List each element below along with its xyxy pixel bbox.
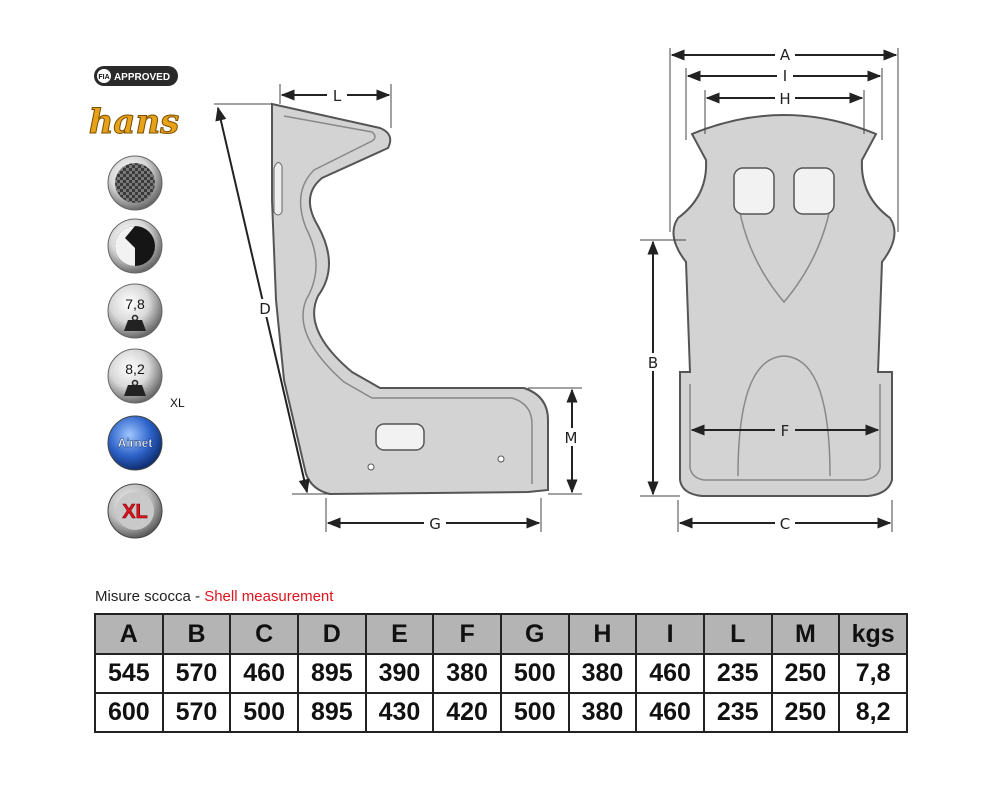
table-cell: 570 xyxy=(161,692,232,733)
dim-label-B: B xyxy=(648,354,658,372)
carbon-fiber-icon xyxy=(107,155,163,211)
table-caption: Misure scocca - Shell measurement xyxy=(95,588,333,605)
header-cell: F xyxy=(432,613,502,655)
table-cell: 390 xyxy=(364,653,435,694)
weight-standard-value: 7,8 xyxy=(125,296,145,312)
weight-standard-icon: 7,8 xyxy=(107,283,163,339)
header-cell: B xyxy=(161,613,232,655)
half-shell-icon xyxy=(107,218,163,274)
header-cell: I xyxy=(635,613,705,655)
table-cell: 600 xyxy=(94,692,164,733)
table-cell: 500 xyxy=(499,653,570,694)
header-cell: M xyxy=(770,613,841,655)
weight-xl-suffix: XL xyxy=(170,396,185,410)
table-cell: 380 xyxy=(567,692,638,733)
airnet-icon: Airnet xyxy=(107,415,163,471)
caption-italian: Misure scocca - xyxy=(95,588,205,605)
table-cell: 500 xyxy=(499,692,570,733)
xl-icon: XL xyxy=(107,483,163,539)
dim-label-H: H xyxy=(779,90,790,108)
table-cell: 460 xyxy=(635,692,705,733)
dim-label-M: M xyxy=(565,429,578,447)
table-cell: 895 xyxy=(296,653,367,694)
header-cell: L xyxy=(702,613,773,655)
table-cell: 460 xyxy=(635,653,705,694)
table-cell: 380 xyxy=(567,653,638,694)
table-cell: 8,2 xyxy=(838,692,908,733)
weight-xl-icon: 8,2 xyxy=(107,348,163,404)
dim-label-G: G xyxy=(429,515,441,533)
dim-label-F: F xyxy=(781,422,790,440)
hans-logo: hans xyxy=(89,102,180,142)
table-cell: 545 xyxy=(94,653,164,694)
shell-measurement-table: A B C D E F G H I L M kgs 545 570 460 89… xyxy=(94,613,908,733)
table-cell: 500 xyxy=(229,692,299,733)
table-cell: 895 xyxy=(296,692,367,733)
seat-side-view xyxy=(271,102,549,496)
seat-diagram: FIA APPROVED hans 7,8 8,2 XL Airnet XL xyxy=(88,46,899,539)
header-cell: G xyxy=(499,613,570,655)
table-row: 600 570 500 895 430 420 500 380 460 235 … xyxy=(94,692,908,733)
table-header-row: A B C D E F G H I L M kgs xyxy=(94,613,908,655)
dimension-labels: L D M G A I H B F C xyxy=(255,46,795,533)
header-cell: kgs xyxy=(838,613,908,655)
table-cell: 420 xyxy=(432,692,502,733)
table-cell: 235 xyxy=(702,692,773,733)
table-cell: 7,8 xyxy=(838,653,908,694)
header-cell: D xyxy=(296,613,367,655)
fia-approved-text: APPROVED xyxy=(114,72,170,83)
table-cell: 235 xyxy=(702,653,773,694)
caption-english: Shell measurement xyxy=(204,588,334,605)
table-cell: 250 xyxy=(770,692,841,733)
dim-label-L: L xyxy=(333,87,342,105)
fia-mark: FIA xyxy=(98,74,109,81)
table-cell: 430 xyxy=(364,692,435,733)
dim-label-I: I xyxy=(783,67,787,85)
dim-label-C: C xyxy=(780,515,790,533)
weight-xl-value: 8,2 xyxy=(125,361,145,377)
table-row: 545 570 460 895 390 380 500 380 460 235 … xyxy=(94,653,908,694)
table-cell: 250 xyxy=(770,653,841,694)
table-cell: 570 xyxy=(161,653,232,694)
header-cell: C xyxy=(229,613,299,655)
header-cell: H xyxy=(567,613,638,655)
header-cell: A xyxy=(94,613,164,655)
fia-approved-badge: FIA APPROVED xyxy=(94,66,178,86)
dim-label-A: A xyxy=(780,46,791,64)
airnet-label: Airnet xyxy=(118,436,153,450)
seat-front-view xyxy=(672,114,896,497)
header-cell: E xyxy=(364,613,435,655)
table-cell: 460 xyxy=(229,653,299,694)
dim-label-D: D xyxy=(259,300,271,318)
xl-label: XL xyxy=(122,501,148,523)
table-cell: 380 xyxy=(432,653,502,694)
